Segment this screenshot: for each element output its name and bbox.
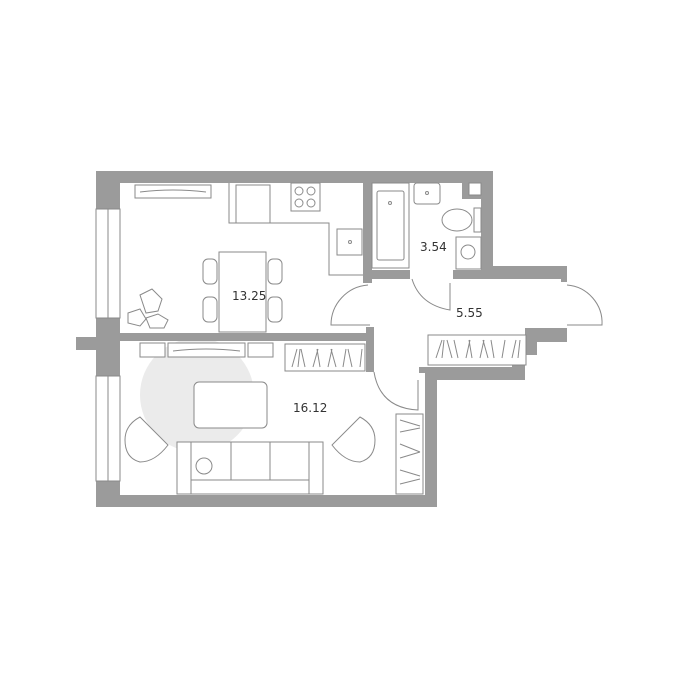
walls <box>76 171 567 507</box>
room-area-living: 16.12 <box>293 401 327 415</box>
wardrobes <box>284 334 527 495</box>
room-area-hallway: 5.55 <box>456 306 483 320</box>
windows <box>95 208 121 482</box>
bathroom-fixtures <box>371 182 482 270</box>
room-area-kitchen: 13.25 <box>232 289 266 303</box>
living-furniture <box>124 342 376 495</box>
cat-icon <box>195 457 213 475</box>
kitchen-furniture <box>127 182 363 333</box>
room-area-bathroom: 3.54 <box>420 240 447 254</box>
doors <box>330 278 603 411</box>
plant-icon <box>127 288 169 329</box>
